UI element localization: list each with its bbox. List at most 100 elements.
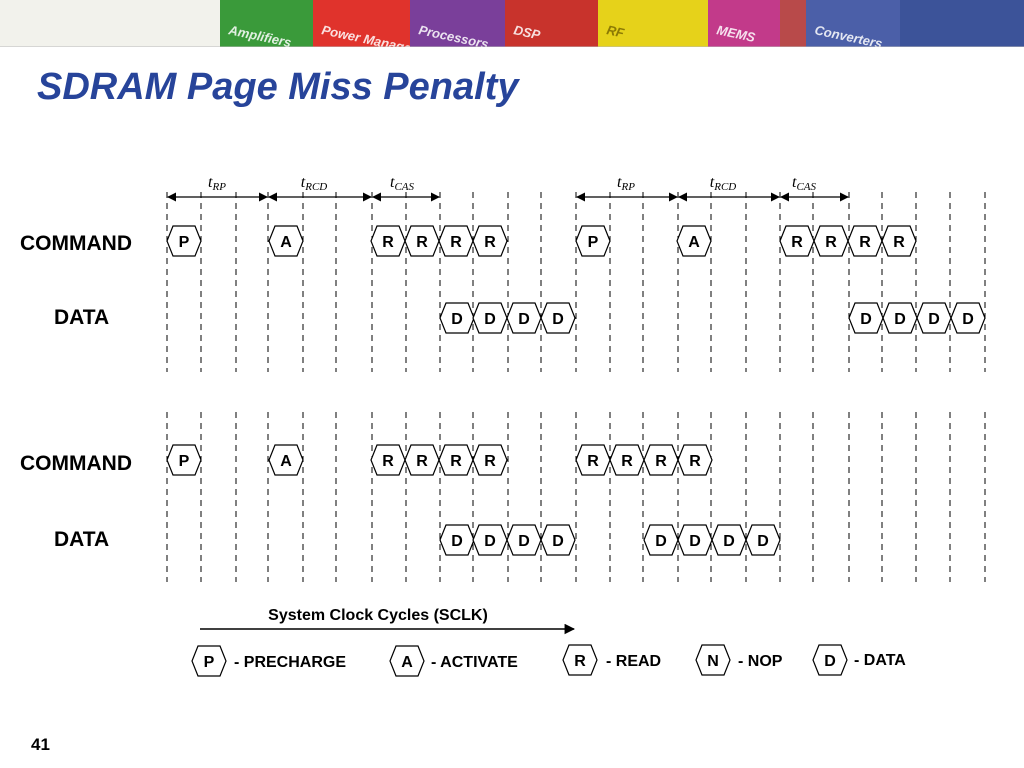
command-token: A <box>268 225 304 257</box>
svg-text:R: R <box>621 453 633 470</box>
svg-text:A: A <box>280 234 292 251</box>
diagram2-data-label: DATA <box>54 528 109 551</box>
data-token: D <box>848 302 884 334</box>
timing-interval: tRCD <box>678 174 780 202</box>
svg-text:D: D <box>552 533 564 550</box>
svg-text:D: D <box>518 311 530 328</box>
svg-text:R: R <box>416 453 428 470</box>
svg-text:D: D <box>655 533 667 550</box>
timing-interval: tCAS <box>780 174 849 202</box>
legend-label: - READ <box>606 653 661 670</box>
banner-tile: MEMS <box>708 0 780 47</box>
svg-text:D: D <box>518 533 530 550</box>
legend-symbol: N <box>695 644 731 676</box>
svg-text:N: N <box>707 653 719 670</box>
svg-text:R: R <box>791 234 803 251</box>
svg-text:R: R <box>450 234 462 251</box>
data-token: D <box>916 302 952 334</box>
svg-text:R: R <box>416 234 428 251</box>
legend-label: - PRECHARGE <box>234 654 346 671</box>
legend-item: N - NOP <box>695 644 783 676</box>
command-token: P <box>166 444 202 476</box>
banner-tile-text: RF <box>605 22 626 40</box>
svg-text:R: R <box>655 453 667 470</box>
data-token: D <box>472 524 508 556</box>
svg-text:R: R <box>382 453 394 470</box>
data-token: D <box>540 524 576 556</box>
svg-text:P: P <box>588 234 599 251</box>
svg-text:D: D <box>552 311 564 328</box>
svg-text:A: A <box>688 234 700 251</box>
svg-text:D: D <box>894 311 906 328</box>
svg-text:D: D <box>723 533 735 550</box>
legend-item: P - PRECHARGE <box>191 645 346 677</box>
slide-title: SDRAM Page Miss Penalty <box>37 66 519 108</box>
svg-text:D: D <box>757 533 769 550</box>
svg-text:D: D <box>824 653 836 670</box>
timing-label: tCAS <box>390 174 415 193</box>
diagram2-command-label: COMMAND <box>20 452 132 475</box>
command-token: R <box>847 225 883 257</box>
command-token: R <box>472 444 508 476</box>
data-token: D <box>745 524 781 556</box>
data-token: D <box>439 524 475 556</box>
svg-text:D: D <box>962 311 974 328</box>
command-token: R <box>370 225 406 257</box>
timing-label: tRCD <box>710 174 737 193</box>
legend-symbol: A <box>389 645 425 677</box>
legend-symbol: R <box>562 644 598 676</box>
command-token: R <box>404 444 440 476</box>
svg-text:D: D <box>451 311 463 328</box>
timing-interval: tRCD <box>268 174 372 202</box>
svg-text:R: R <box>893 234 905 251</box>
timing-interval: tRP <box>167 174 268 202</box>
command-token: R <box>881 225 917 257</box>
banner-tile <box>0 0 220 47</box>
legend-item: R - READ <box>562 644 661 676</box>
command-token: R <box>438 444 474 476</box>
banner-tile-text: DSP <box>512 22 542 42</box>
data-token: D <box>506 302 542 334</box>
timing-interval: tCAS <box>372 174 440 202</box>
data-token: D <box>882 302 918 334</box>
legend-symbol: P <box>191 645 227 677</box>
banner-tile <box>780 0 806 47</box>
legend-item: D- DATA <box>812 644 906 676</box>
svg-text:A: A <box>401 654 413 671</box>
svg-text:P: P <box>179 234 190 251</box>
command-token: A <box>676 225 712 257</box>
data-token: D <box>506 524 542 556</box>
svg-text:D: D <box>928 311 940 328</box>
data-token: D <box>540 302 576 334</box>
data-token: D <box>472 302 508 334</box>
timing-label: tCAS <box>792 174 817 193</box>
diagram1-data-label: DATA <box>54 306 109 329</box>
svg-text:A: A <box>280 453 292 470</box>
svg-text:D: D <box>484 533 496 550</box>
svg-text:D: D <box>860 311 872 328</box>
command-token: R <box>643 444 679 476</box>
svg-text:R: R <box>587 453 599 470</box>
svg-text:R: R <box>689 453 701 470</box>
command-token: R <box>370 444 406 476</box>
legend-item: A- ACTIVATE <box>389 645 518 677</box>
data-token: D <box>950 302 986 334</box>
svg-text:D: D <box>484 311 496 328</box>
clock-axis-label: System Clock Cycles (SCLK) <box>268 607 488 624</box>
timing-label: tRP <box>617 174 635 193</box>
timing-interval: tRP <box>576 174 678 202</box>
command-token: R <box>813 225 849 257</box>
diagram1-command-label: COMMAND <box>20 232 132 255</box>
data-token: D <box>677 524 713 556</box>
data-token: D <box>439 302 475 334</box>
banner-tile: Processors <box>410 0 505 47</box>
banner-tile <box>900 0 1024 47</box>
command-token: R <box>609 444 645 476</box>
data-token: D <box>643 524 679 556</box>
svg-text:R: R <box>484 234 496 251</box>
command-token: R <box>575 444 611 476</box>
legend-label: - NOP <box>738 653 783 670</box>
page-number: 41 <box>31 735 50 754</box>
